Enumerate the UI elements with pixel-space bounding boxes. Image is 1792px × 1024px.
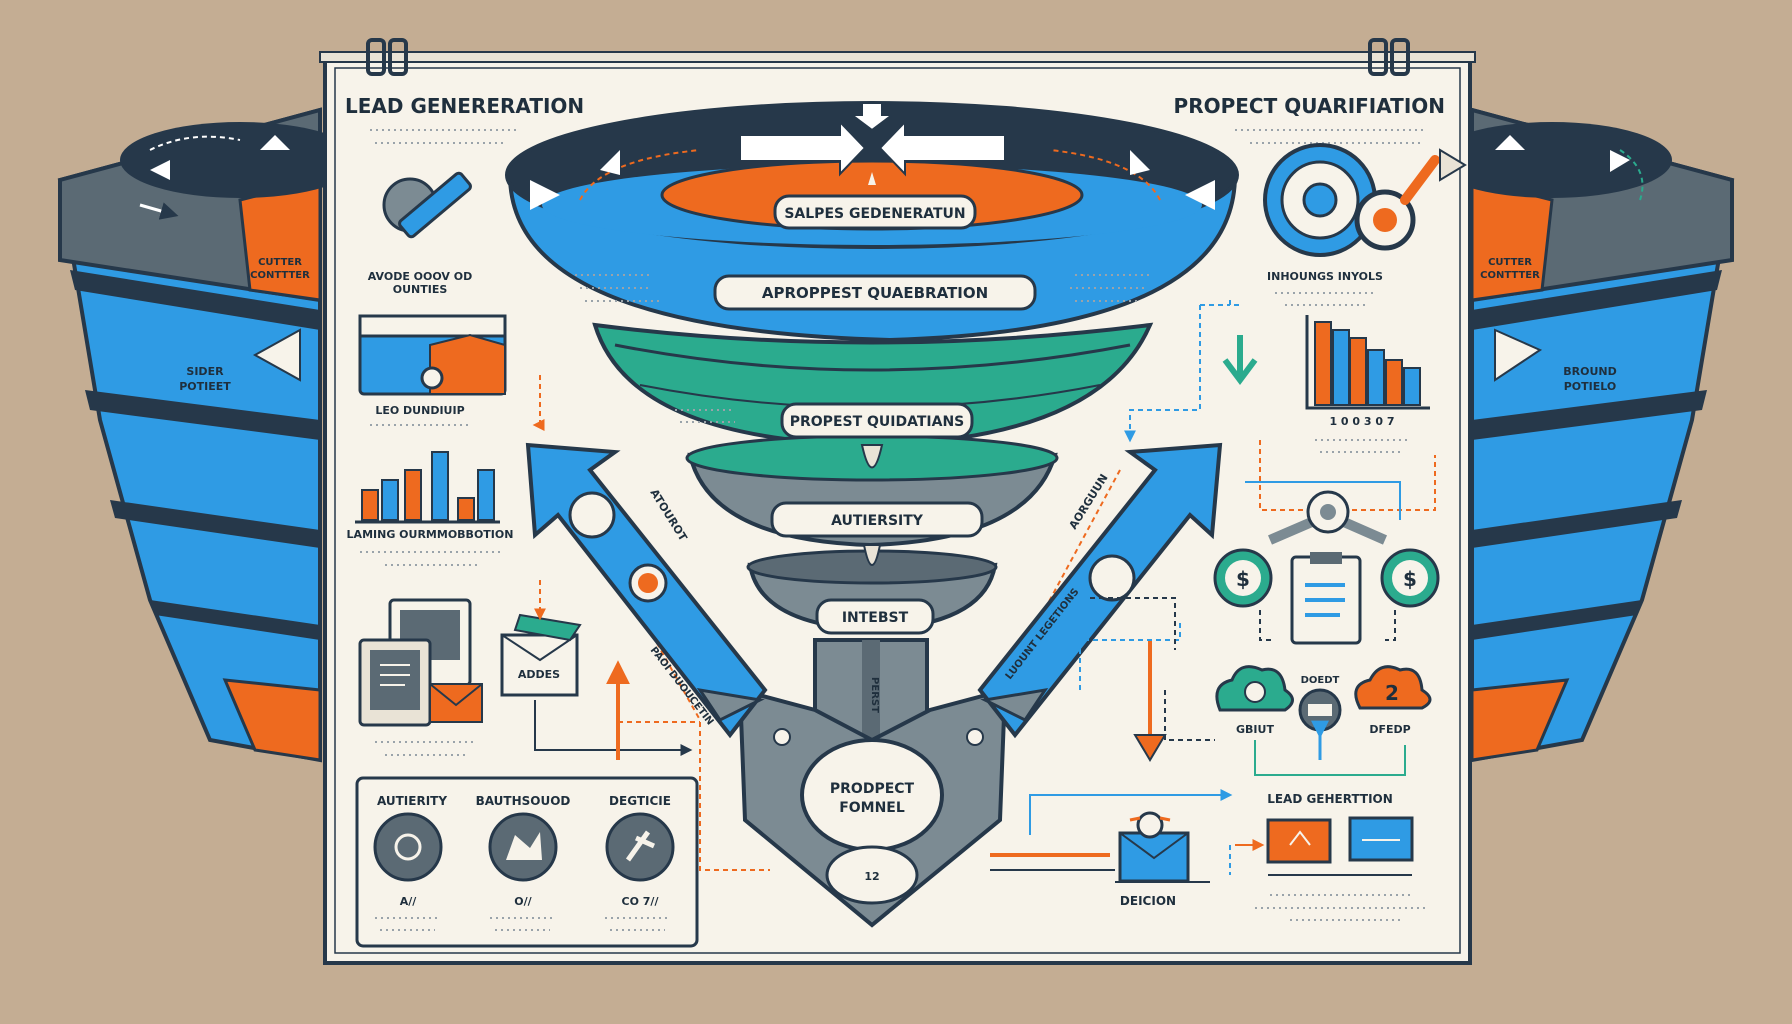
funnel-stage-1: SALPES GEDENERATUN: [773, 194, 977, 230]
dollar-icon-left: $: [1213, 548, 1273, 608]
cloud-right-label: DFEDP: [1369, 723, 1410, 736]
funnel-stage-1-label: SALPES GEDENERATUN: [784, 206, 965, 222]
left-background-funnel: SIDER POTIEET CUTTER CONTTTER: [57, 107, 360, 763]
binder-clip-left-icon: [366, 38, 408, 76]
binder-clip-right-icon: [1368, 38, 1410, 76]
funnel-stage-3-label: PROPEST QUIDATIANS: [790, 414, 965, 430]
gear-icon: [1263, 143, 1377, 257]
funnel-stage-4: AUTIERSITY: [770, 501, 984, 538]
envelope-icon: [500, 613, 582, 697]
right-diagonal-arrow: LUOUNT LEGETIONS: [977, 442, 1223, 739]
bottom-badge-label: 12: [864, 870, 879, 883]
bottom-item-3-caption: CO 7//: [622, 895, 660, 908]
left-side-label-mid-2: POTIEET: [179, 380, 231, 393]
magnifier-icon: [1354, 155, 1440, 251]
balance-icon: [1268, 490, 1388, 545]
left-heading: LEAD GENERERATION: [345, 94, 584, 118]
right-background-funnel: BROUND POTIELO CUTTER CONTTTER: [1432, 107, 1735, 763]
lead-gen-label: LEAD GEHERTTION: [1267, 792, 1393, 806]
cloud-icon-left: [1215, 665, 1294, 712]
decision-label: DEICION: [1120, 894, 1176, 908]
dollar-icon-right: $: [1380, 548, 1440, 608]
svg-text:$: $: [1403, 567, 1417, 591]
left-side-label-top-1: CUTTER: [258, 257, 302, 268]
bottom-item-1-caption: A//: [400, 895, 418, 908]
wrench-icon: [382, 171, 472, 239]
chart-icon: [355, 451, 500, 524]
clipboard-icon-right: [1290, 552, 1362, 645]
right-heading-squiggles: [1235, 129, 1425, 144]
envelope-label: ADDES: [518, 668, 560, 681]
left-caption-2: LEO DUNDIUIP: [375, 404, 464, 417]
gear-caption: INHOUNGS INYOLS: [1267, 270, 1383, 283]
bottom-item-2: BAUTHSOUOD O//: [476, 794, 571, 931]
funnel-center-label-1: PRODPECT: [830, 781, 915, 797]
left-caption-1a: AVODE OOOV OD: [368, 270, 473, 283]
target-icon: [373, 812, 443, 882]
funnel-stage-2-label: APROPPEST QUAEBRATION: [762, 284, 988, 302]
right-side-label-mid-1: BROUND: [1563, 365, 1616, 378]
left-caption-1b: OUNTIES: [393, 283, 448, 296]
right-side-label-top-2: CONTTTER: [1480, 270, 1540, 281]
lead-gen-screen-icon: [1266, 816, 1414, 864]
bottom-item-1: AUTIERITY A//: [373, 794, 447, 931]
cloud-icon-right: 2: [1354, 665, 1432, 710]
funnel-stage-4-label: AUTIERSITY: [831, 513, 924, 529]
bar-tick-labels: 1 0 0 3 0 7: [1329, 415, 1394, 428]
bottom-item-3: DEGTICIE CO 7//: [605, 794, 675, 931]
funnel-stage-5-label: INTEBST: [842, 610, 909, 626]
bar-chart-icon: [1305, 315, 1430, 410]
bottom-item-2-caption: O//: [514, 895, 532, 908]
cloud-top-label: DOEDT: [1301, 675, 1340, 686]
funnel-center-label-2: FOMNEL: [839, 800, 905, 816]
bottom-item-3-label: DEGTICIE: [609, 794, 671, 808]
left-caption-3: LAMING OURMMOBBOTION: [347, 528, 514, 541]
neck-label: PERST: [869, 677, 880, 713]
badge-icon-center: [1298, 688, 1342, 732]
decision-envelope-icon: [1118, 811, 1190, 883]
screen-icon: [358, 314, 507, 396]
left-heading-squiggles: [370, 129, 520, 144]
right-side-label-top-1: CUTTER: [1488, 257, 1532, 268]
bottom-item-2-label: BAUTHSOUOD: [476, 794, 571, 808]
bottom-item-1-label: AUTIERITY: [377, 794, 447, 808]
funnel-stage-3: PROPEST QUIDATIANS: [780, 402, 974, 439]
cloud-left-label: GBIUT: [1236, 723, 1274, 736]
funnel-stage-2: APROPPEST QUAEBRATION: [713, 274, 1037, 311]
right-side-label-mid-2: POTIELO: [1564, 380, 1617, 393]
funnel-stage-5: INTEBST: [815, 598, 935, 635]
left-side-label-top-2: CONTTTER: [250, 270, 310, 281]
svg-text:$: $: [1236, 567, 1250, 591]
left-side-label-mid-1: SIDER: [186, 365, 224, 378]
clipboard-icon: [358, 598, 483, 727]
svg-text:2: 2: [1385, 681, 1399, 705]
right-heading: PROPECT QUARIFIATION: [1174, 94, 1445, 118]
